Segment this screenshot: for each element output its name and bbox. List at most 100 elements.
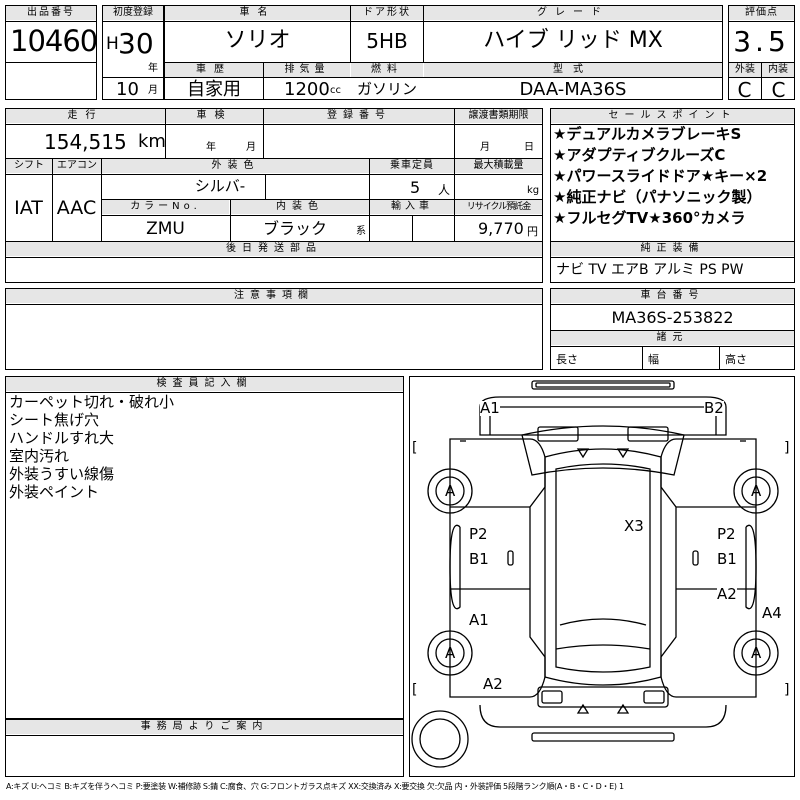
shift-header: シフト — [6, 159, 52, 173]
displacement-header: 排気量 — [264, 63, 350, 77]
model-code-header: 型式 — [424, 63, 722, 77]
era-letter: H — [106, 34, 119, 54]
genuine-equipment: ナビ TV エアB アルミ PS PW — [556, 262, 744, 278]
displacement-unit: cc — [330, 85, 341, 96]
damage-right-front-door-1: P2 — [717, 525, 736, 543]
car-outline-drawing — [411, 380, 779, 768]
inspection-year-unit: 年 — [206, 142, 216, 153]
damage-left-front-wheel: A — [445, 482, 456, 500]
notes-header: 注意事項欄 — [6, 289, 542, 303]
first-registration-header: 初度登録 — [103, 6, 163, 20]
interior-grade: C — [771, 78, 786, 102]
inspector-note-item: 外装ペイント — [9, 483, 100, 501]
lot-box — [5, 5, 97, 100]
month-unit: 月 — [148, 85, 158, 96]
car-name: ソリオ — [224, 28, 291, 53]
damage-right-rear-door: A2 — [717, 585, 737, 603]
aircon-value: AAC — [56, 197, 97, 219]
color-no-header: カラーNo. — [102, 200, 229, 214]
max-load-header: 最大積載量 — [455, 159, 542, 173]
genuine-equipment-header: 純正装備 — [551, 242, 794, 256]
displacement: 1200 — [284, 79, 330, 100]
exterior-header: 外装 — [729, 63, 761, 77]
door-type-header: ドア形状 — [351, 6, 423, 20]
mileage-value: 154,515 — [44, 130, 127, 154]
car-name-header: 車名 — [165, 6, 350, 20]
height-label: 高さ — [725, 353, 747, 366]
door-type: 5HB — [366, 29, 408, 53]
grade-header: グレード — [424, 6, 722, 20]
length-label: 長さ — [556, 353, 578, 366]
bracket-right-upper: ] — [784, 440, 790, 456]
damage-left-front-door-2: B1 — [469, 550, 489, 568]
vehicle-history-header: 車歴 — [165, 63, 263, 77]
sales-points-list: ★デュアルカメラブレーキS ★アダプティブクルーズC ★パワースライドドア★キー… — [553, 127, 793, 232]
later-parts-header: 後日発送部品 — [6, 242, 542, 256]
fuel-header: 燃料 — [351, 63, 423, 77]
inspector-notes-header: 検査員記入欄 — [6, 377, 403, 391]
sales-point-item: ★アダプティブクルーズC — [553, 146, 726, 164]
model-code: DAA-MA36S — [519, 79, 627, 100]
import-header: 輸入車 — [370, 200, 454, 214]
car-info-box — [164, 5, 723, 100]
mileage-header: 走行 — [6, 109, 165, 123]
damage-left-front-door-1: P2 — [469, 525, 488, 543]
damage-right-rear-wheel: A — [751, 644, 762, 662]
chassis-number: MA36S-253822 — [611, 308, 734, 327]
lot-number-header: 出品番号 — [6, 6, 96, 20]
dimensions-header: 諸元 — [551, 331, 794, 345]
interior-header: 内装 — [762, 63, 794, 77]
mileage-unit: km — [138, 131, 166, 152]
sales-point-item: ★パワースライドドア★キー×2 — [553, 167, 768, 185]
damage-right-front-wheel: A — [751, 482, 762, 500]
vehicle-history: 自家用 — [187, 79, 241, 100]
transfer-deadline-header: 譲渡書類期限 — [455, 109, 542, 123]
damage-left-rear-wheel: A — [445, 644, 456, 662]
office-notice-header: 事務局よりご案内 — [6, 720, 403, 734]
lot-number: 10460 — [10, 24, 98, 58]
damage-right-front-door-2: B1 — [717, 550, 737, 568]
interior-color-suffix: 系 — [356, 226, 366, 237]
inspection-month-unit: 月 — [246, 142, 256, 153]
inspector-note-item: カーペット切れ・破れ小 — [9, 393, 175, 411]
transfer-month-unit: 月 — [480, 142, 490, 153]
interior-color-header: 内装色 — [231, 200, 369, 214]
capacity-header: 乗車定員 — [370, 159, 454, 173]
shift-value: IAT — [14, 197, 43, 219]
notes-box — [5, 288, 543, 370]
damage-front-right: B2 — [704, 399, 724, 417]
color-no: ZMU — [146, 219, 185, 239]
inspector-note-item: シート焦げ穴 — [9, 411, 100, 429]
damage-rear-left: A2 — [483, 675, 503, 693]
inspection-header: 車検 — [166, 109, 263, 123]
first-registration-box — [102, 5, 164, 100]
capacity-value: 5 — [410, 178, 421, 197]
recycle-fee-header: リサイクル預託金 — [455, 200, 542, 214]
damage-front-left: A1 — [480, 399, 500, 417]
exterior-color-header: 外装色 — [102, 159, 369, 173]
fuel: ガソリン — [356, 80, 417, 98]
inspector-note-item: 室内汚れ — [9, 447, 70, 465]
sales-points-header: セールスポイント — [551, 109, 794, 123]
recycle-fee: 9,770 — [478, 219, 524, 238]
inspector-note-item: ハンドルすれ大 — [9, 429, 115, 447]
inspector-note-item: 外装うすい線傷 — [9, 465, 115, 483]
registration-month: 10 — [116, 79, 139, 100]
width-label: 幅 — [648, 353, 659, 366]
sales-points-box — [550, 108, 795, 283]
inspector-notes-box — [5, 376, 404, 719]
grade: ハイブ リッド MX — [483, 28, 663, 53]
max-load-unit: kg — [527, 185, 540, 196]
aircon-header: エアコン — [53, 159, 101, 173]
recycle-fee-unit: 円 — [527, 225, 538, 238]
details-box — [5, 108, 543, 283]
inspector-notes-list: カーペット切れ・破れ小 シート焦げ穴 ハンドルすれ大 室内汚れ 外装うすい線傷 … — [9, 395, 174, 503]
chassis-box — [550, 288, 795, 370]
bracket-left-upper: [ — [412, 440, 418, 456]
sales-point-item: ★純正ナビ（パナソニック製） — [553, 188, 762, 206]
damage-left-rear-door: A1 — [469, 611, 489, 629]
legend: A:キズ U:ヘコミ B:キズを伴うヘコミ P:要塗装 W:補修跡 S:錆 C:… — [6, 782, 624, 791]
score-value: 3.5 — [733, 25, 790, 58]
office-notice-box — [5, 719, 404, 777]
chassis-number-header: 車台番号 — [551, 289, 794, 303]
